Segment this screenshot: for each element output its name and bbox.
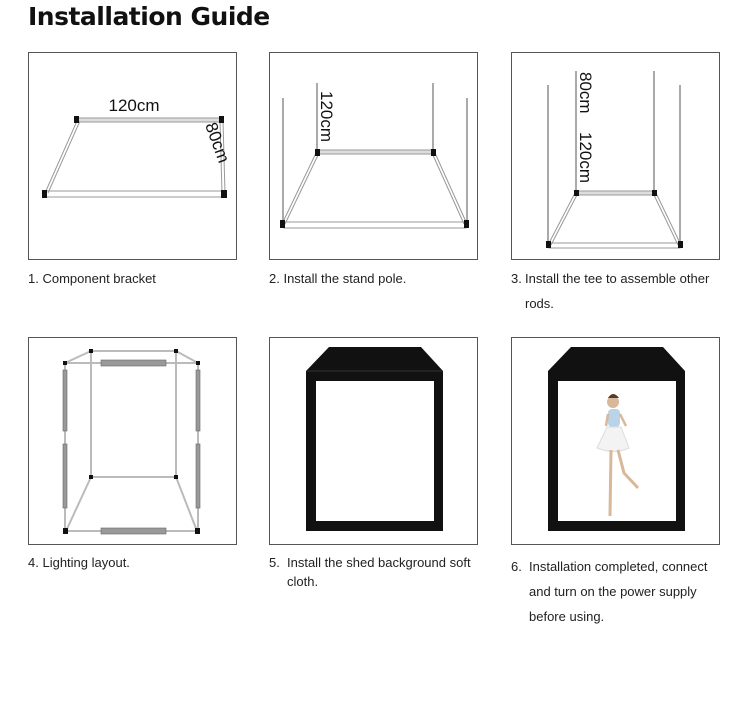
step-5-caption: 5. Install the shed background soft cloth… <box>269 550 479 591</box>
height-label: 80cm <box>576 72 595 114</box>
step-3-caption: 3.Install the tee to assemble other rods… <box>511 266 736 316</box>
step-5-diagram <box>269 337 478 545</box>
step-number: 3. <box>511 271 522 286</box>
completed-softbox-illustration <box>548 347 685 531</box>
step-6-caption: 6. Installation completed, connect and tu… <box>511 554 736 629</box>
step-text: Installation completed, connect and turn… <box>529 559 708 624</box>
step-text: Component bracket <box>42 271 156 286</box>
step-number: 5. <box>269 555 280 570</box>
step-number: 1. <box>28 271 39 286</box>
step-1-caption: 1. Component bracket <box>28 266 248 291</box>
step-number: 4. <box>28 555 39 570</box>
step-2-caption: 2. Install the stand pole. <box>269 266 489 291</box>
tee-assembly-illustration: 80cm 120cm <box>546 71 683 249</box>
step-4-diagram <box>28 337 237 545</box>
step-number: 2. <box>269 271 280 286</box>
height-label: 120cm <box>317 91 336 142</box>
step-text: Lighting layout. <box>42 555 130 570</box>
step-1-diagram: 120cm 80cm <box>28 52 237 260</box>
width-label: 120cm <box>108 96 159 115</box>
step-6-diagram <box>511 337 720 545</box>
lighting-layout-illustration <box>62 349 201 535</box>
base-frame-illustration: 120cm 80cm <box>42 96 233 198</box>
step-number: 6. <box>511 559 522 574</box>
step-2-diagram: 120cm <box>269 52 478 260</box>
page-title: Installation Guide <box>28 2 270 31</box>
step-text: Install the stand pole. <box>283 271 407 286</box>
model-photo <box>596 394 640 517</box>
softbox-cloth-illustration <box>306 347 443 531</box>
light-strips <box>62 359 201 535</box>
step-3-diagram: 80cm 120cm <box>511 52 720 260</box>
stand-pole-illustration: 120cm <box>280 83 469 229</box>
step-4-caption: 4. Lighting layout. <box>28 550 248 575</box>
length-label: 120cm <box>576 132 595 183</box>
step-text: Install the tee to assemble other rods. <box>525 271 710 311</box>
depth-label: 80cm <box>201 120 233 166</box>
step-text: Install the shed background soft cloth. <box>287 555 471 589</box>
